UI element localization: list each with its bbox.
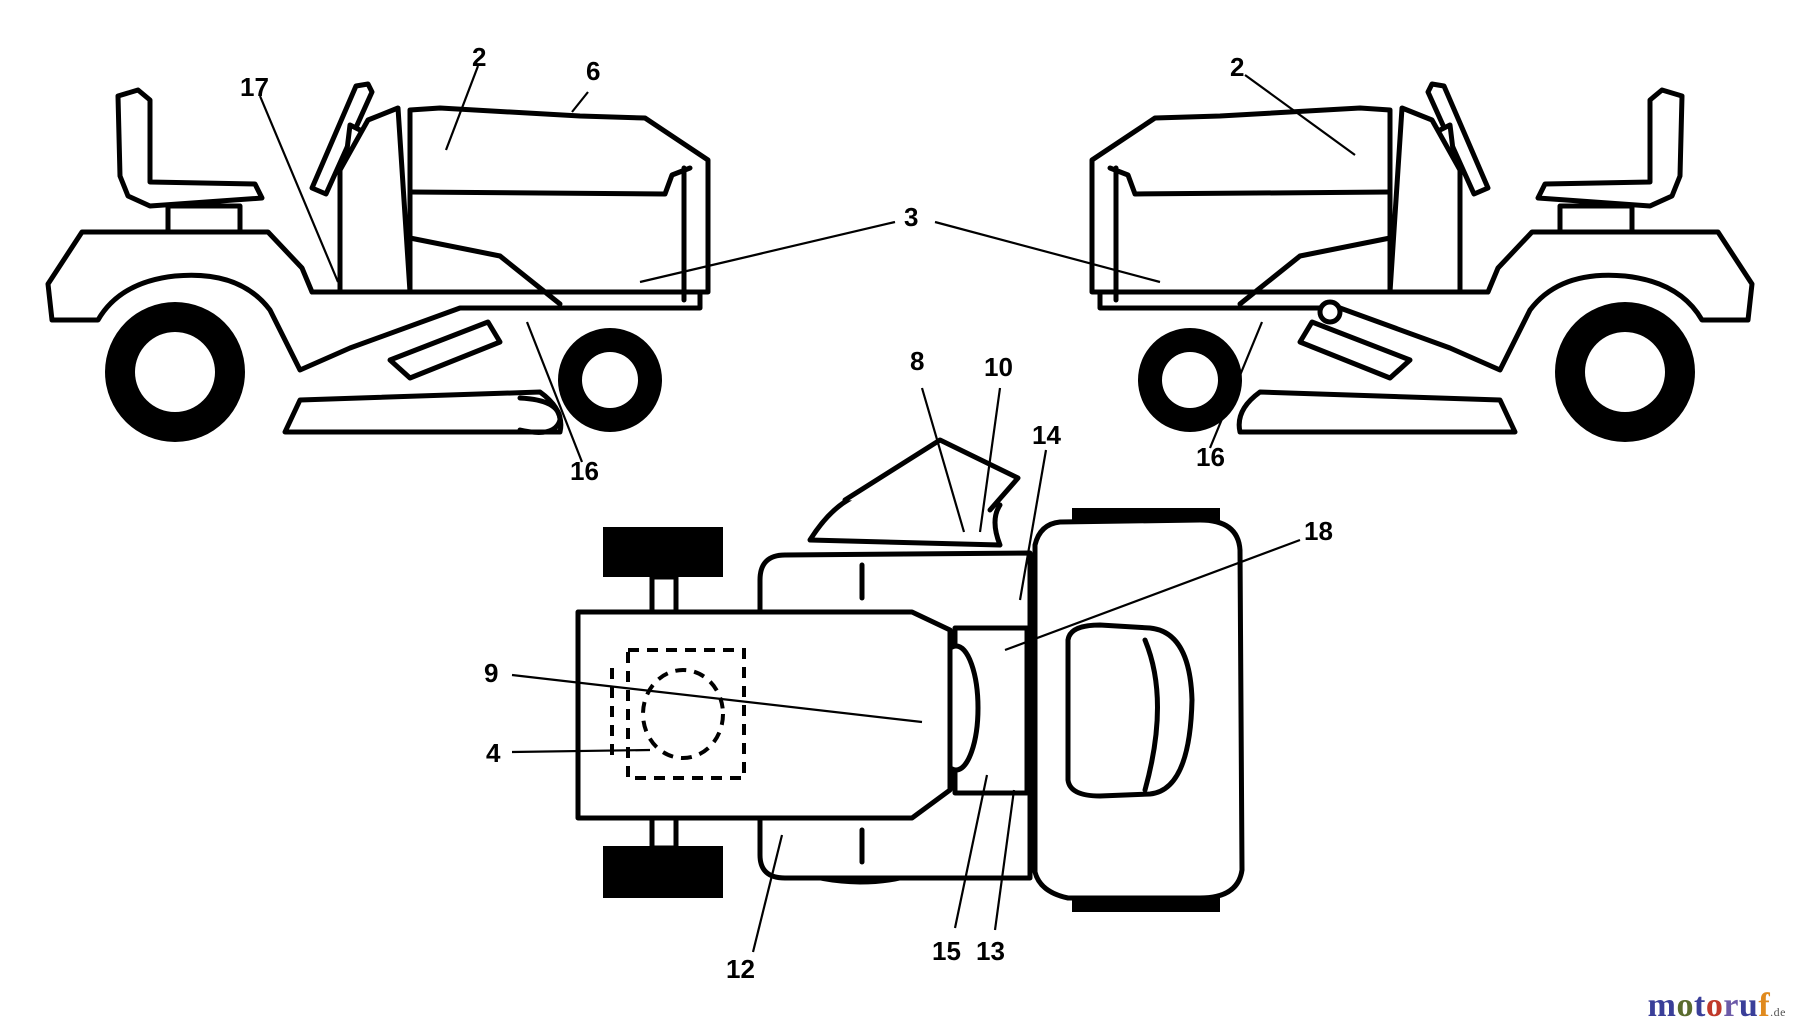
callout-16-right: 16 (1196, 442, 1225, 472)
watermark-letter: t (1694, 987, 1706, 1024)
watermark-suffix: .de (1770, 1005, 1786, 1019)
callout-13: 13 (976, 936, 1005, 966)
top-rear-wheel-upper (603, 527, 723, 577)
callout-labels: 2 6 17 3 2 16 16 8 10 14 18 9 4 12 15 13 (240, 42, 1333, 984)
watermark-letter: r (1723, 987, 1739, 1024)
callout-12: 12 (726, 954, 755, 984)
callout-2-left: 2 (472, 42, 486, 72)
callout-8: 8 (910, 346, 924, 376)
callout-6: 6 (586, 56, 600, 86)
watermark-letter: f (1758, 987, 1771, 1024)
steering-wheel-left (309, 81, 375, 197)
tractor-side-view-left (45, 81, 711, 442)
top-fuel-cap (641, 668, 725, 760)
callout-15: 15 (932, 936, 961, 966)
footrest-left (387, 319, 503, 381)
watermark-letter: o (1676, 987, 1694, 1024)
watermark-logo: motoruf.de (1648, 987, 1786, 1025)
top-rear-fender (575, 609, 953, 821)
callout-16-left: 16 (570, 456, 599, 486)
callout-18: 18 (1304, 516, 1333, 546)
callout-10: 10 (984, 352, 1013, 382)
tractor-side-view-right (1089, 81, 1755, 442)
callout-9: 9 (484, 658, 498, 688)
watermark-letter: u (1738, 987, 1759, 1024)
top-fuel-tank-outline (626, 648, 746, 780)
callout-2-right: 2 (1230, 52, 1244, 82)
callout-3: 3 (904, 202, 918, 232)
dashboard-left (337, 105, 413, 295)
watermark-letter: m (1647, 987, 1677, 1024)
callout-14: 14 (1032, 420, 1061, 450)
rear-fender-left (45, 229, 703, 373)
tractor-top-view (575, 437, 1245, 912)
leader-lines (258, 65, 1356, 953)
top-rear-wheel-lower (603, 846, 723, 898)
seat-left (115, 87, 265, 209)
callout-4: 4 (486, 738, 501, 768)
callout-17: 17 (240, 72, 269, 102)
hood-left (407, 105, 711, 295)
watermark-letter: o (1705, 987, 1724, 1024)
